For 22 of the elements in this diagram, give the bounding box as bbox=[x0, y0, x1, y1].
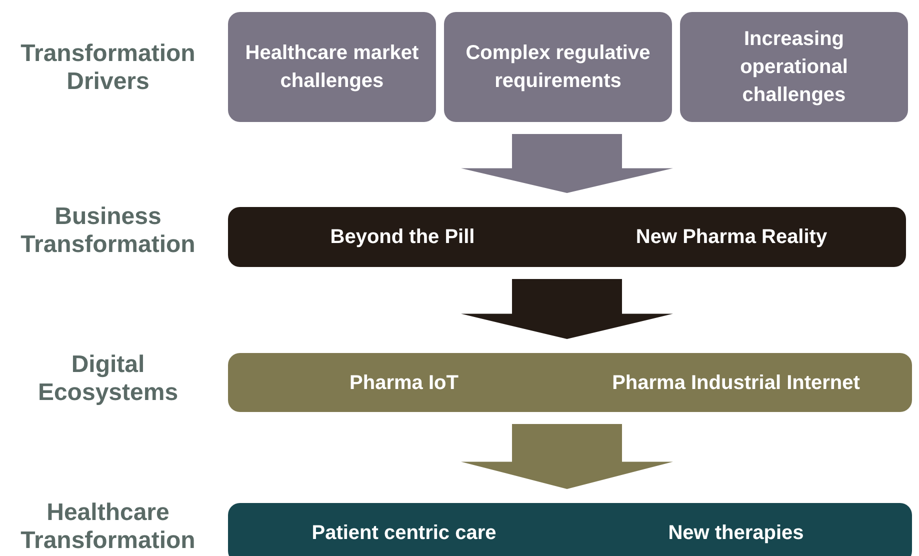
stage-label: Business Transformation bbox=[20, 203, 196, 259]
stage-label: Digital Ecosystems bbox=[36, 351, 180, 407]
stage-band bbox=[228, 503, 912, 556]
block-arrow bbox=[461, 279, 673, 339]
driver-box bbox=[228, 12, 436, 122]
node-text: Beyond the Pill bbox=[329, 225, 476, 250]
node-text: Increasing operational challenges bbox=[739, 27, 849, 108]
node-text: New therapies bbox=[667, 521, 805, 546]
driver-box bbox=[444, 12, 672, 122]
driver-box bbox=[680, 12, 908, 122]
node-text: New Pharma Reality bbox=[634, 225, 828, 250]
stage-label: Transformation Drivers bbox=[20, 40, 196, 96]
block-arrow bbox=[461, 134, 673, 193]
node-text: Healthcare market challenges bbox=[244, 41, 420, 94]
node-text: Pharma Industrial Internet bbox=[611, 370, 861, 396]
stage-band bbox=[228, 353, 912, 412]
node-text: Pharma IoT bbox=[348, 370, 460, 396]
block-arrow bbox=[461, 424, 673, 489]
stage-label: Healthcare Transformation bbox=[20, 499, 196, 555]
node-text: Complex regulative requirements bbox=[464, 41, 652, 94]
stage-band bbox=[228, 207, 906, 267]
node-text: Patient centric care bbox=[310, 521, 498, 546]
